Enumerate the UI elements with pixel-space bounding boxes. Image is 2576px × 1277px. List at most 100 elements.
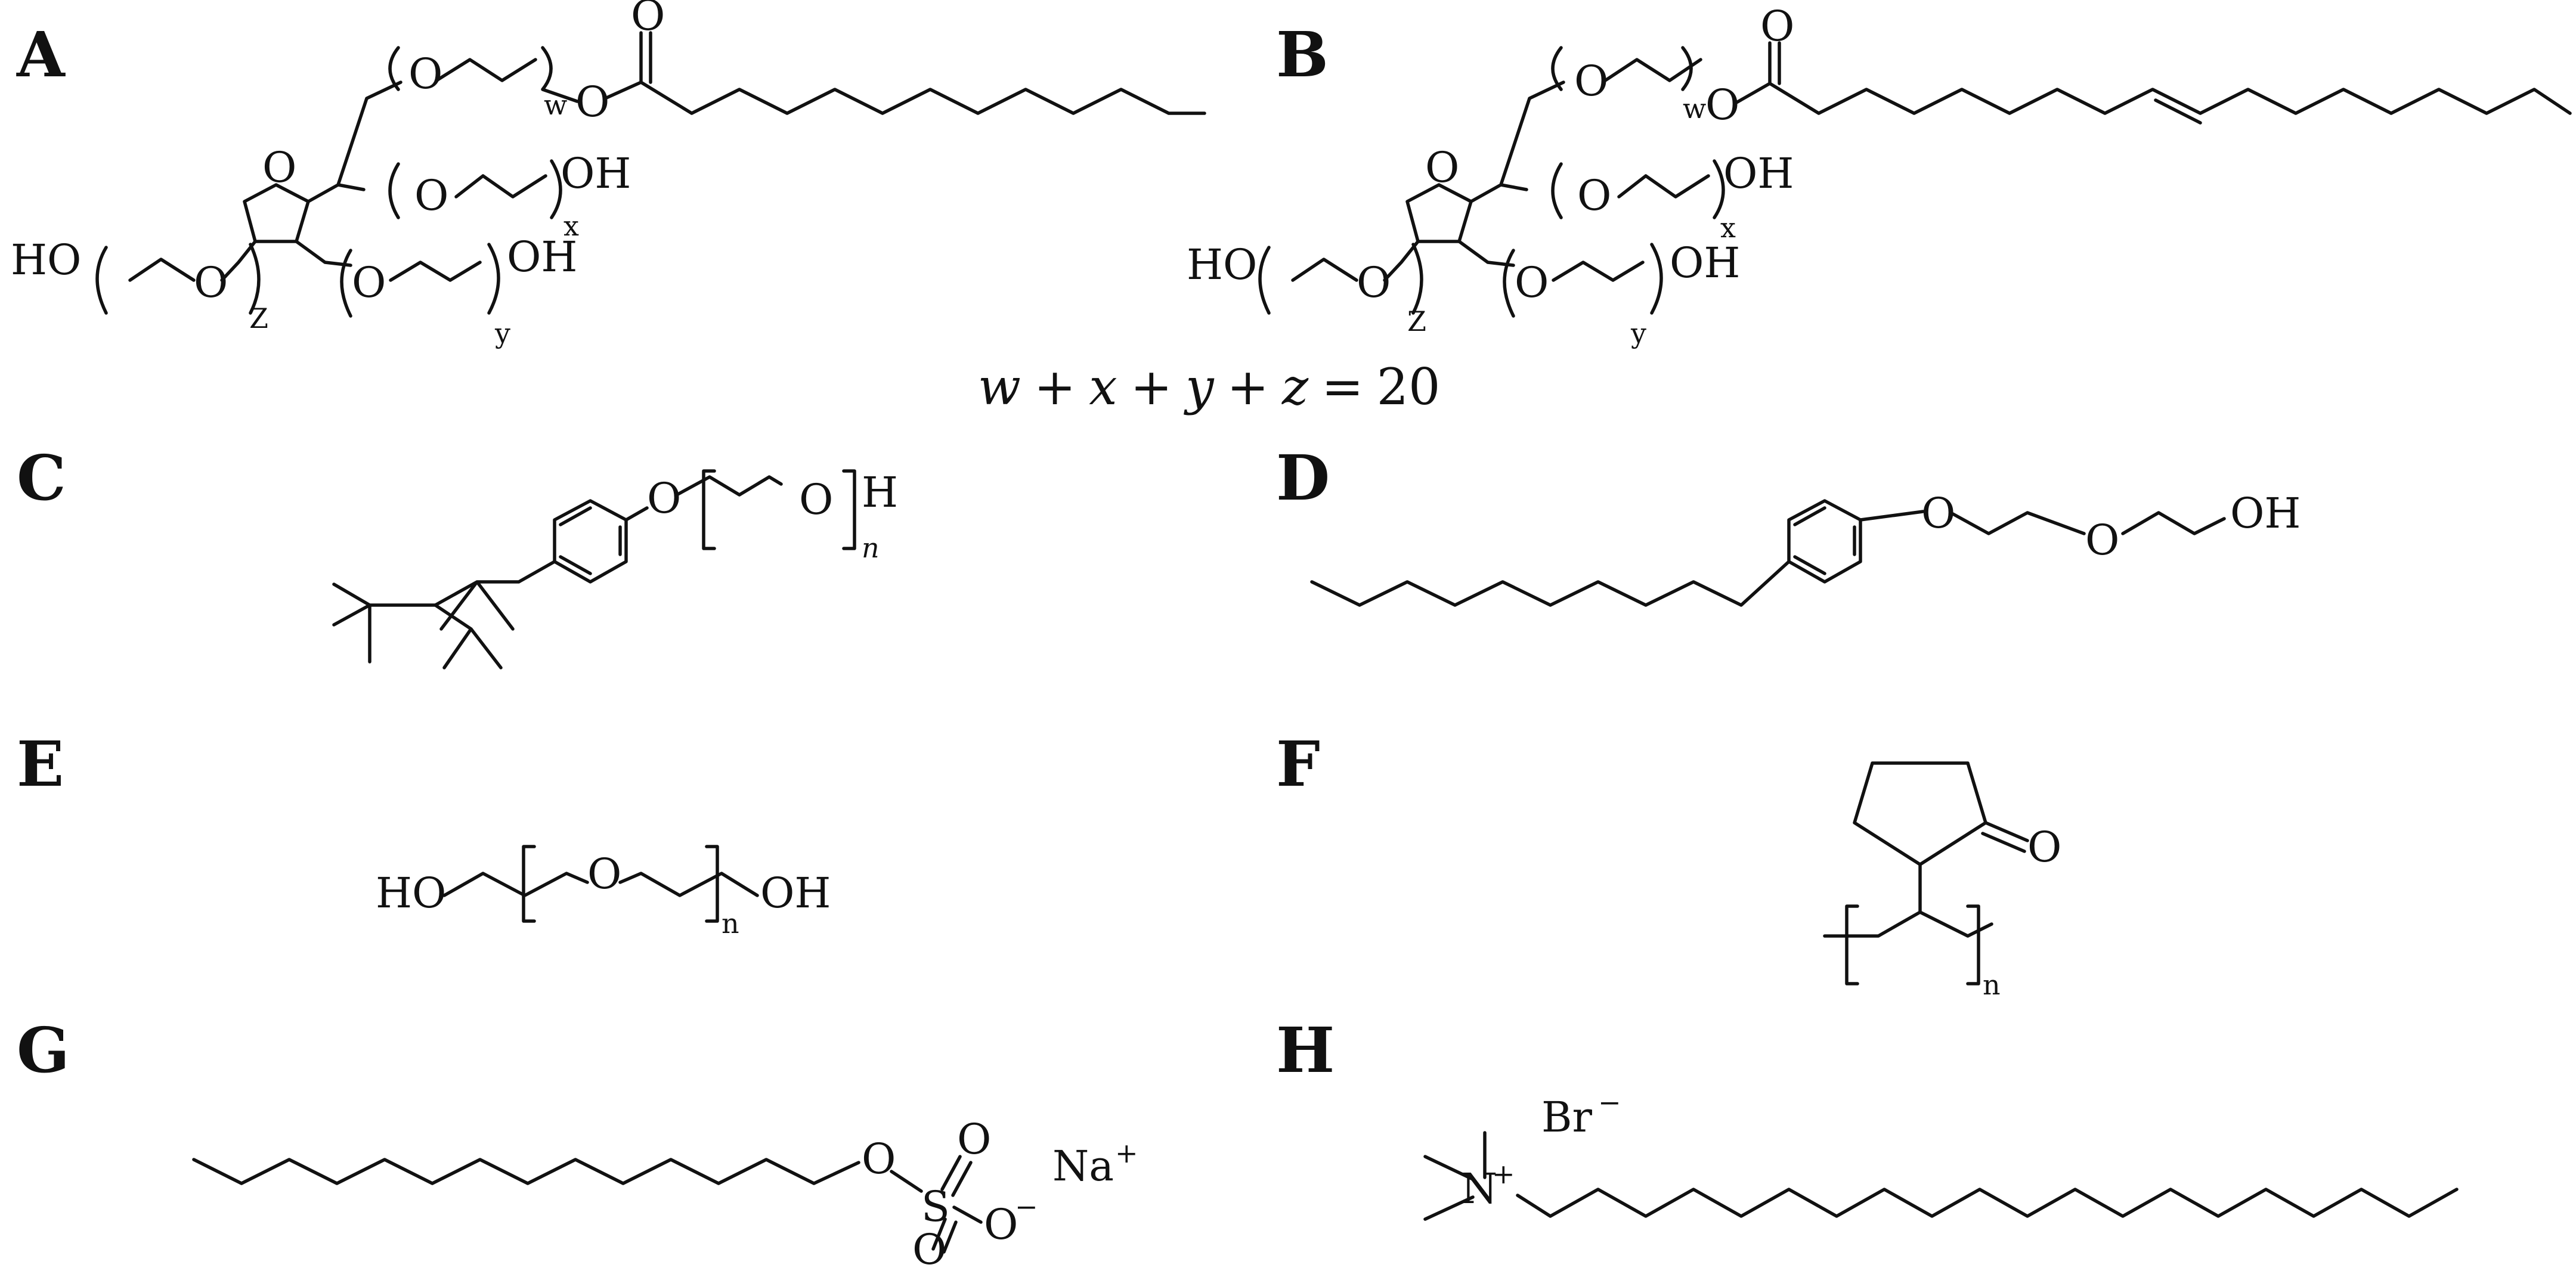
benzene-inner-bonds	[1793, 506, 1856, 575]
eq-var-x: x	[1089, 358, 1117, 416]
panel-label-b: B	[1276, 18, 1329, 91]
atom-ho: HO	[376, 869, 446, 918]
atom-o: O	[2085, 516, 2119, 565]
subscript-n: n	[862, 532, 880, 564]
carbonyl-double-bond	[1981, 821, 2029, 853]
panel-label-a: A	[16, 18, 66, 91]
atom-ho: HO	[11, 235, 81, 284]
atom-o: O	[2027, 823, 2061, 872]
eq-plus: +	[1131, 358, 1172, 416]
dodecyl-tail-bonds	[192, 1158, 860, 1185]
equation-sum: w+x+y+z=20	[978, 358, 1440, 416]
benzene-inner-bonds	[559, 506, 622, 575]
panel-label-h: H	[1276, 1013, 1335, 1087]
panel-label-c: C	[17, 441, 66, 514]
ring-substituent-bonds	[306, 80, 402, 203]
bracket-n	[702, 469, 856, 550]
atom-n: N	[1461, 1164, 1497, 1213]
charge-minus-br: −	[1598, 1086, 1621, 1118]
chain-x-bonds	[388, 159, 562, 219]
atom-o: O	[352, 258, 386, 307]
subscript-n: n	[1983, 969, 2001, 1001]
molecule-e-peg: HO O OH n	[376, 845, 831, 940]
atom-oh: OH	[1670, 238, 1740, 287]
chain-y-bonds	[295, 240, 500, 318]
sulfate-bonds	[890, 1155, 983, 1254]
atom-o: O	[575, 78, 609, 126]
subscript-n: n	[722, 907, 739, 940]
eq-var-y: y	[1183, 358, 1215, 416]
molecule-b-polysorbate: O w O O O O OH x O OH y HO O Z	[1187, 2, 2572, 349]
subscript-w: w	[1683, 92, 1706, 125]
atom-o: O	[862, 1135, 896, 1183]
atom-o: O	[1515, 258, 1549, 307]
atom-oh: OH	[2230, 489, 2301, 538]
subscript-w: w	[544, 89, 567, 121]
atom-br: Br	[1541, 1093, 1592, 1142]
chain-y-bonds	[1457, 240, 1663, 318]
molecule-g-sds: O S O O O − Na +	[192, 1115, 1138, 1274]
atom-o: O	[1705, 80, 1739, 129]
ether-chain-bonds	[624, 475, 783, 522]
atom-o: O	[1921, 489, 1955, 538]
atom-h: H	[862, 468, 898, 517]
eq-var-w: w	[978, 358, 1021, 416]
atom-s: S	[921, 1182, 950, 1231]
atom-o-minus: O	[984, 1200, 1018, 1249]
nonyl-tail-bonds	[1310, 560, 1791, 607]
atom-oh: OH	[1723, 149, 1794, 198]
subscript-y: y	[494, 317, 510, 349]
chain-x-bonds	[1551, 159, 1725, 219]
atom-na: Na	[1052, 1142, 1114, 1191]
methyl-bonds	[1423, 1131, 1487, 1221]
atom-o-ring: O	[1425, 143, 1459, 192]
atom-o-carbonyl: O	[1760, 2, 1794, 51]
atom-o: O	[1574, 57, 1608, 106]
subscript-x: x	[564, 210, 579, 242]
molecule-c-triton: O O H n	[332, 468, 898, 670]
atom-o: O	[408, 49, 442, 98]
atom-o: O	[587, 850, 621, 898]
atom-o: O	[799, 475, 833, 524]
oleate-tail-bonds	[1735, 41, 2572, 125]
subscript-x: x	[1720, 212, 1736, 244]
atom-o-carbonyl: O	[631, 0, 665, 40]
molecule-d-nonylphenol: O O OH	[1310, 489, 2301, 607]
ring-substituent-bonds	[1469, 80, 1565, 203]
atom-oh: OH	[507, 233, 577, 281]
benzene-ring-bonds	[553, 499, 628, 584]
atom-o: O	[912, 1225, 946, 1274]
ethoxy-chain-bonds	[1859, 510, 2226, 535]
hexadecyl-tail-bonds	[1516, 1188, 2459, 1218]
subscript-z: Z	[1407, 305, 1426, 337]
atom-o: O	[1577, 171, 1611, 220]
subscript-y: y	[1630, 317, 1646, 349]
eq-plus: +	[1034, 358, 1076, 416]
molecule-f-polymer: O n	[1823, 761, 2061, 1001]
bracket-n	[522, 845, 719, 923]
molecule-h-ctab: N + Br −	[1423, 1086, 2459, 1221]
subscript-z: Z	[249, 302, 268, 334]
atom-oh: OH	[760, 869, 831, 918]
charge-minus: −	[1015, 1191, 1038, 1223]
eq-plus: +	[1227, 358, 1269, 416]
cyclopentanone-ring-bonds	[1853, 761, 1987, 866]
eq-equals: =	[1321, 358, 1363, 416]
panel-label-e: E	[17, 727, 64, 801]
atom-o: O	[647, 474, 681, 523]
charge-plus-na: +	[1115, 1137, 1138, 1169]
bracket-n	[1845, 904, 1980, 985]
tert-octyl-branch	[434, 603, 503, 670]
chain-z-bonds	[1258, 240, 1423, 315]
atom-oh: OH	[561, 149, 631, 198]
panel-label-d: D	[1276, 441, 1330, 514]
charge-plus-n: +	[1492, 1158, 1515, 1190]
laurate-tail-bonds	[603, 31, 1206, 115]
atom-o: O	[1357, 258, 1391, 307]
panel-label-f: F	[1276, 727, 1320, 801]
chain-w-bonds	[1551, 46, 1702, 91]
chain-z-bonds	[95, 240, 261, 315]
ring-bonds	[1405, 183, 1473, 243]
panel-label-g: G	[17, 1013, 70, 1087]
